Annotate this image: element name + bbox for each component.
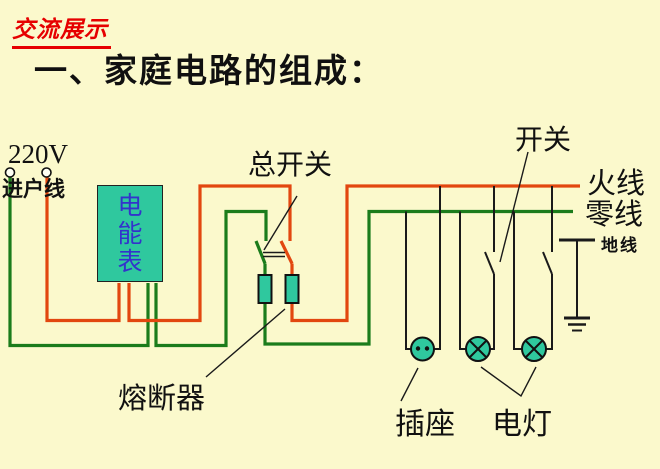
- neutral-meter-to-switch-wire: [154, 209, 268, 348]
- switch-label: 开关: [515, 125, 572, 156]
- entry-terminal-live: [41, 167, 52, 178]
- ground-wire-label: 地线: [601, 236, 639, 255]
- main-switch-neutral-blade: [254, 240, 267, 265]
- socket-live-drop: [433, 186, 441, 350]
- socket-neutral-drop: [405, 211, 412, 350]
- lamp2-cross: [524, 339, 544, 359]
- main-switch-live-blade: [279, 240, 294, 265]
- meter-label: 电能表: [117, 191, 143, 276]
- live-meter-to-switch-wire: [127, 184, 292, 323]
- neutral-wire-label: 零线: [585, 199, 644, 231]
- pointer-lamp: [480, 366, 537, 398]
- neutral-entry-wire: [8, 177, 150, 348]
- live-entry-wire: [45, 177, 121, 323]
- socket-symbol: [410, 336, 435, 362]
- pointer-socket: [400, 367, 419, 402]
- meter-box: 电能表: [97, 185, 163, 282]
- live-wire-label: 火线: [587, 168, 646, 200]
- pointer-main-switch: [263, 195, 298, 251]
- service-line-label: 进户线: [2, 178, 65, 201]
- neutral-fuse-to-bus-wire: [263, 209, 573, 346]
- main-switch-label: 总开关: [248, 150, 333, 181]
- lamp2-live-drop: [545, 274, 553, 350]
- page-title: 一、家庭电路的组成：: [34, 52, 384, 89]
- socket-label: 插座: [395, 408, 455, 441]
- fuse-live: [284, 274, 300, 304]
- socket-pin: [415, 346, 421, 351]
- fuse-label: 熔断器: [118, 383, 206, 415]
- fuse-neutral: [257, 274, 273, 304]
- lamp-label: 电灯: [492, 408, 552, 441]
- live-fuse-to-bus-wire: [290, 184, 580, 323]
- lamp2-switch-blade: [542, 251, 553, 275]
- voltage-label: 220V: [8, 139, 68, 169]
- lamp2-neutral-drop: [513, 211, 523, 350]
- lamp1-cross: [468, 339, 488, 359]
- entry-terminal-neutral: [4, 167, 16, 178]
- pointer-switch: [499, 151, 529, 263]
- socket-pin: [424, 346, 430, 351]
- lamp1-neutral-drop: [459, 211, 467, 350]
- pointer-fuse: [205, 308, 286, 378]
- lamp1-switch-blade: [484, 251, 495, 275]
- activity-badge: 交流展示: [12, 10, 111, 49]
- lamp1-live-drop: [489, 274, 495, 350]
